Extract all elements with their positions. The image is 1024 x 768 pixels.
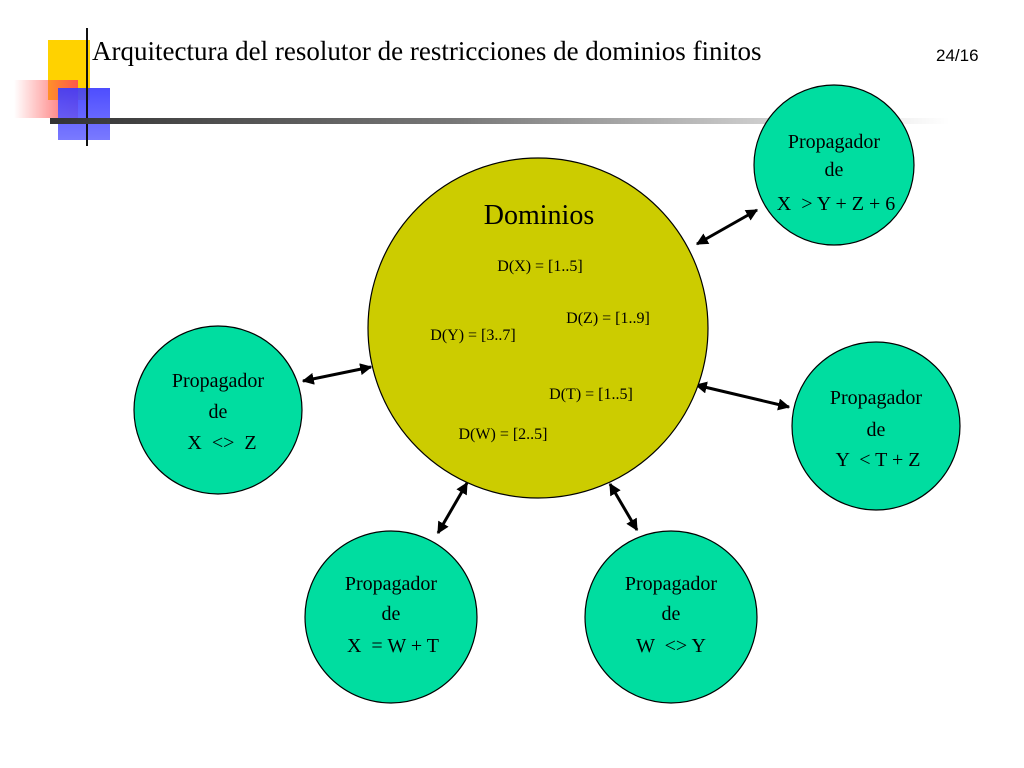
domain-t: D(T) = [1..5]	[549, 386, 633, 403]
propagator-1-de: de	[825, 159, 844, 181]
title-underline	[50, 118, 950, 124]
arrow-domains-prop2	[301, 363, 373, 385]
domain-w: D(W) = [2..5]	[459, 426, 548, 443]
propagator-1-label: Propagador	[788, 131, 881, 153]
propagator-3-constraint: Y < T + Z	[836, 449, 921, 471]
propagator-5-label: Propagador	[625, 573, 718, 595]
propagator-circle-4	[304, 530, 478, 704]
decor-vertical-line	[86, 28, 88, 146]
domains-circle	[367, 157, 709, 499]
propagator-circle-2	[133, 325, 303, 495]
propagator-3-label: Propagador	[830, 387, 923, 409]
domain-x: D(X) = [1..5]	[497, 258, 582, 275]
slide-title: Arquitectura del resolutor de restriccio…	[92, 36, 762, 66]
arrow-domains-prop1	[695, 208, 759, 246]
propagator-4-de: de	[382, 603, 401, 625]
propagator-3-de: de	[867, 419, 886, 441]
propagator-circle-5	[584, 530, 758, 704]
propagator-4-constraint: X = W + T	[347, 635, 439, 657]
domain-z: D(Z) = [1..9]	[566, 310, 650, 327]
slide-number: 24/16	[936, 46, 979, 65]
propagator-4-label: Propagador	[345, 573, 438, 595]
propagator-circle-1	[753, 84, 915, 246]
propagator-1-constraint: X > Y + Z + 6	[777, 193, 895, 215]
decor-blue-square	[58, 88, 110, 140]
propagator-2-de: de	[209, 401, 228, 423]
domains-title: Dominios	[484, 200, 594, 231]
arrow-domains-prop3	[694, 381, 791, 411]
propagator-2-label: Propagador	[172, 370, 265, 392]
arrow-domains-prop5	[608, 482, 639, 532]
propagator-5-constraint: W <> Y	[636, 635, 706, 657]
propagator-2-constraint: X <> Z	[187, 432, 256, 454]
domain-y: D(Y) = [3..7]	[430, 327, 515, 344]
propagator-5-de: de	[662, 603, 681, 625]
arrow-domains-prop4	[436, 481, 469, 535]
propagator-circle-3	[791, 341, 961, 511]
